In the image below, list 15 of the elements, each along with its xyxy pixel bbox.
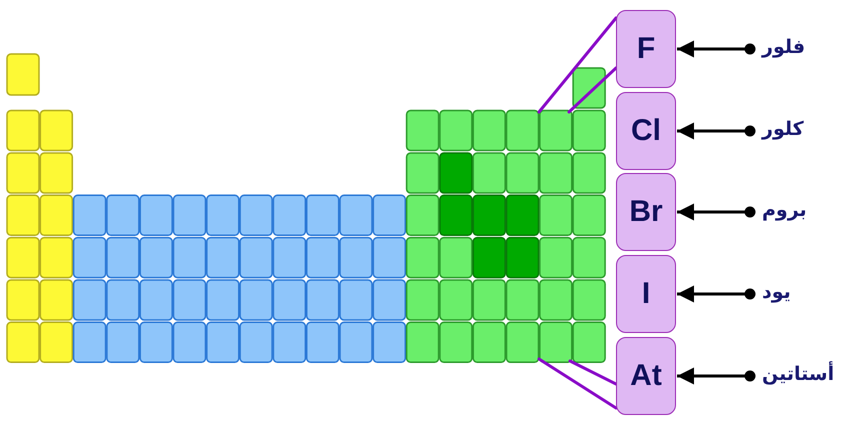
- arrow: [677, 122, 756, 140]
- element-symbol-tile: Cl: [616, 92, 676, 170]
- element-name: كلور: [762, 116, 804, 142]
- element-symbol-tile: At: [616, 337, 676, 415]
- element-name: بروم: [762, 197, 807, 223]
- element-name: أستاتين: [762, 361, 834, 387]
- arrow: [677, 368, 756, 384]
- element-symbol-tile: F: [616, 10, 676, 88]
- arrow: [677, 286, 756, 302]
- element-symbol-tile: I: [616, 255, 676, 333]
- element-name: فلور: [762, 34, 806, 60]
- element-symbol-tile: Br: [616, 173, 676, 251]
- element-name: يود: [762, 279, 791, 305]
- arrow: [677, 204, 756, 220]
- arrow: [677, 40, 756, 58]
